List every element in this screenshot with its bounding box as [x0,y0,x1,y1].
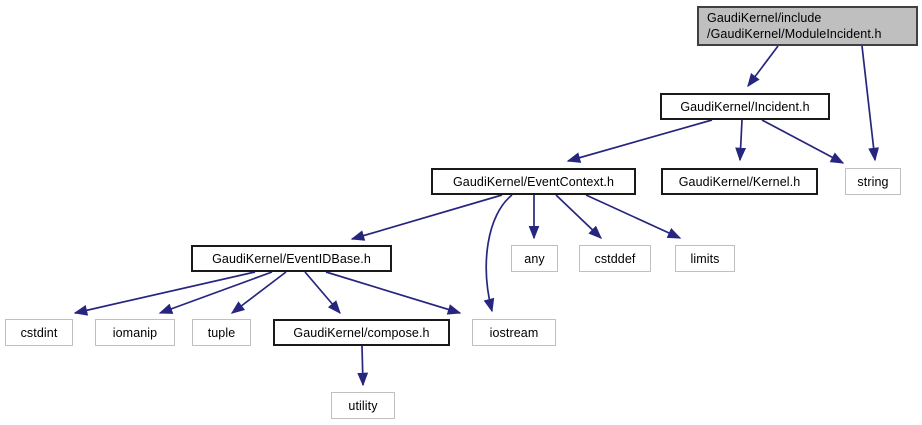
graph-node-kernel[interactable]: GaudiKernel/Kernel.h [661,168,818,195]
graph-node-label: GaudiKernel/compose.h [293,325,430,340]
graph-node-eventcontext[interactable]: GaudiKernel/EventContext.h [431,168,636,195]
graph-node-compose[interactable]: GaudiKernel/compose.h [273,319,450,346]
edge-eventcontext-to-cstddef [555,194,602,239]
edge-compose-to-utility [357,345,369,387]
graph-node-label: cstdint [20,325,58,340]
edge-eventcontext-to-eventidbase [350,194,503,241]
edge-root-to-string [861,45,880,162]
edge-incident-to-eventcontext [566,119,713,163]
edge-eventidbase-to-iostream [325,271,462,315]
graph-node-cstddef[interactable]: cstddef [579,245,651,272]
graph-node-root[interactable]: GaudiKernel/include /GaudiKernel/ModuleI… [697,6,918,46]
edge-eventcontext-to-limits [585,194,682,239]
edge-incident-to-string [761,119,845,164]
graph-node-label: cstddef [594,251,636,266]
graph-node-string[interactable]: string [845,168,901,195]
graph-node-label: iostream [489,325,539,340]
graph-node-label: any [524,251,545,266]
graph-node-label: GaudiKernel/Incident.h [680,99,810,114]
graph-node-label: GaudiKernel/EventContext.h [452,174,615,189]
graph-node-label: tuple [207,325,236,340]
graph-node-cstdint[interactable]: cstdint [5,319,73,346]
edge-incident-to-kernel [735,119,747,162]
graph-node-utility[interactable]: utility [331,392,395,419]
graph-node-tuple[interactable]: tuple [192,319,251,346]
graph-node-iomanip[interactable]: iomanip [95,319,175,346]
edge-eventidbase-to-tuple [230,271,287,314]
edge-eventidbase-to-cstdint [73,271,256,316]
graph-node-iostream[interactable]: iostream [472,319,556,346]
graph-node-label: string [857,174,889,189]
graph-node-label: iomanip [112,325,158,340]
graph-node-label: GaudiKernel/Kernel.h [678,174,801,189]
edge-root-to-incident [747,45,779,88]
graph-node-label: GaudiKernel/include /GaudiKernel/ModuleI… [707,11,882,41]
graph-node-any[interactable]: any [511,245,558,272]
graph-node-eventidbase[interactable]: GaudiKernel/EventIDBase.h [191,245,392,272]
graph-node-limits[interactable]: limits [675,245,735,272]
edge-eventcontext-to-iostream [483,194,513,313]
graph-node-label: GaudiKernel/EventIDBase.h [212,251,371,266]
graph-node-incident[interactable]: GaudiKernel/Incident.h [660,93,830,120]
edge-eventidbase-to-compose [304,271,341,315]
graph-node-label: limits [690,251,720,266]
edge-eventidbase-to-iomanip [158,271,273,314]
graph-node-label: utility [348,398,378,413]
